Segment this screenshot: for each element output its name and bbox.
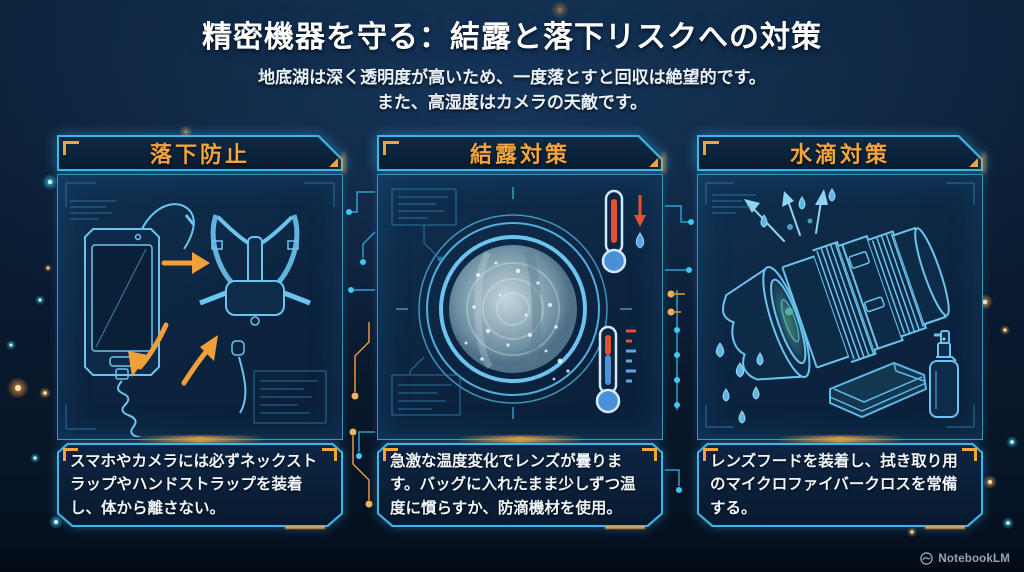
header-orange-glow — [342, 153, 345, 173]
note-orange-accent — [605, 526, 645, 529]
subtitle-line-1: 地底湖は深く透明度が高いため、一度落とすと回収は絶望的です。 — [258, 68, 766, 87]
note-box: レンズフードを装着し、拭き取り用のマイクロファイバークロスを常備する。 — [699, 445, 981, 525]
header-block: 精密機器を守る：結露と落下リスクへの対策 地底湖は深く透明度が高いため、一度落と… — [0, 12, 1024, 115]
panel-body-text: 急激な温度変化でレンズが曇ります。バッグに入れたまま少しずつ温度に慣らすか、防滴… — [390, 453, 636, 517]
panel-water-droplets: 水滴対策 — [697, 135, 985, 530]
panel-water-droplets-art — [697, 174, 983, 443]
panel-bottom-glow — [135, 436, 265, 443]
page-subtitle: 地底湖は深く透明度が高いため、一度落とすと回収は絶望的です。 また、高湿度はカメ… — [0, 66, 1024, 115]
smartphone-harness-illustration — [65, 182, 335, 437]
panel-title: 結露対策 — [469, 142, 570, 167]
watermark-label: NotebookLM — [938, 552, 1010, 565]
panel-water-droplets-note: レンズフードを装着し、拭き取り用のマイクロファイバークロスを常備する。 — [697, 443, 983, 529]
panel-body-text: スマホやカメラには必ずネックストラップやハンドストラップを装着し、体から離さない… — [70, 453, 318, 517]
corner-bracket-icon — [703, 448, 718, 461]
corner-triangle-icon — [969, 158, 978, 167]
header-bar: 結露対策 — [379, 137, 661, 169]
fogged-lens-illustration — [391, 187, 646, 419]
circuit-trace-decoration — [343, 170, 377, 530]
header-orange-glow — [662, 153, 665, 173]
panel-body-text: レンズフードを装着し、拭き取り用のマイクロファイバークロスを常備する。 — [710, 453, 958, 517]
panel-drop-prevention-note: スマホやカメラには必ずネックストラップやハンドストラップを装着し、体から離さない… — [57, 443, 343, 529]
header-orange-glow — [982, 153, 985, 173]
panel-drop-prevention-header: 落下防止 — [57, 135, 345, 173]
panel-drop-prevention-art — [57, 174, 343, 443]
panel-water-droplets-header: 水滴対策 — [697, 135, 985, 173]
panel-drop-prevention: 落下防止 — [57, 135, 345, 530]
note-box: スマホやカメラには必ずネックストラップやハンドストラップを装着し、体から離さない… — [59, 445, 341, 525]
corner-bracket-icon — [962, 448, 977, 461]
watermark: NotebookLM — [920, 552, 1010, 565]
subtitle-line-2: また、高湿度はカメラの天敵です。 — [376, 92, 648, 112]
note-orange-accent — [285, 526, 325, 529]
corner-triangle-icon — [329, 158, 338, 167]
note-orange-accent — [925, 526, 965, 529]
note-box: 急激な温度変化でレンズが曇ります。バッグに入れたまま少しずつ温度に慣らすか、防滴… — [379, 445, 661, 525]
corner-bracket-icon — [63, 448, 78, 461]
header-bar: 落下防止 — [59, 137, 341, 169]
corner-bracket-icon — [383, 448, 398, 461]
corner-bracket-icon — [322, 448, 337, 461]
panel-condensation-note: 急激な温度変化でレンズが曇ります。バッグに入れたまま少しずつ温度に慣らすか、防滴… — [377, 443, 663, 529]
corner-bracket-icon — [703, 141, 719, 155]
panel-title: 落下防止 — [149, 142, 250, 167]
panel-condensation-header: 結露対策 — [377, 135, 665, 173]
corner-triangle-icon — [649, 158, 658, 167]
circuit-trace-decoration — [663, 170, 697, 530]
panel-condensation-art — [377, 174, 663, 443]
page-title: 精密機器を守る：結露と落下リスクへの対策 — [202, 21, 822, 54]
notebooklm-logo-icon — [920, 552, 934, 565]
lens-hood-cloth-spray-illustration — [705, 182, 975, 428]
corner-bracket-icon — [642, 448, 657, 461]
header-bar: 水滴対策 — [699, 137, 981, 169]
panel-title: 水滴対策 — [789, 142, 890, 167]
corner-bracket-icon — [383, 141, 399, 155]
panel-condensation: 結露対策 — [377, 135, 665, 530]
panel-bottom-glow — [455, 436, 585, 443]
panel-bottom-glow — [775, 436, 905, 443]
corner-bracket-icon — [63, 141, 79, 155]
